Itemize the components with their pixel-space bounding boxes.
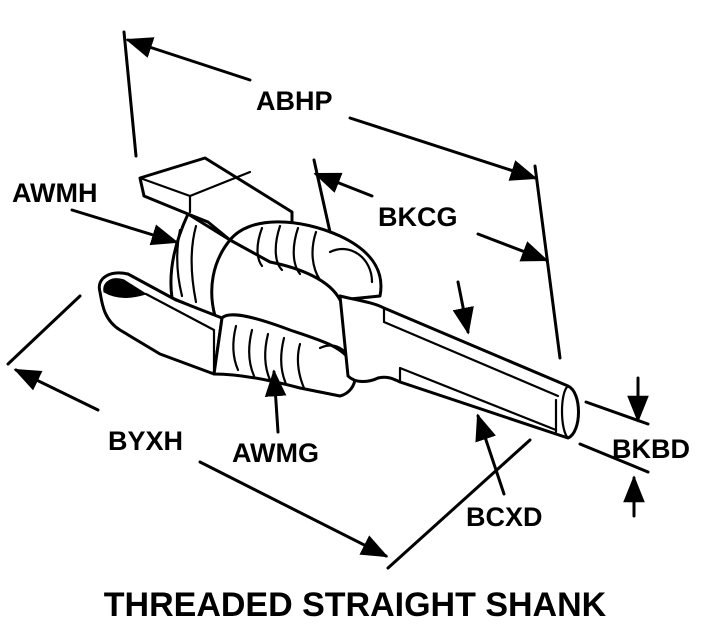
label-byxh: BYXH <box>108 426 183 456</box>
label-abhp: ABHP <box>256 86 333 116</box>
label-awmh: AWMH <box>12 178 97 208</box>
label-awmg: AWMG <box>232 438 319 468</box>
abhp-arrow-left <box>125 37 252 82</box>
bkbd-extension-bottom <box>578 442 650 474</box>
diagram-title: THREADED STRAIGHT SHANK <box>104 586 607 624</box>
abhp-extension-left <box>122 30 138 158</box>
label-bkbd: BKBD <box>612 434 690 464</box>
dimension-lines <box>6 30 650 570</box>
byxh-arrow-right <box>198 460 389 558</box>
byxh-extension-right <box>386 438 532 570</box>
label-bkcg: BKCG <box>378 202 458 232</box>
bcxd-leader <box>475 413 506 496</box>
bkcg-arrow-right <box>476 232 549 262</box>
tool-part-drawing <box>97 156 580 440</box>
abhp-extension-right <box>533 164 562 360</box>
byxh-arrow-left <box>13 368 100 412</box>
awmh-leader <box>70 208 179 246</box>
threaded-collar-upper <box>228 220 383 302</box>
bkcg-arrow-left <box>313 172 374 198</box>
dimension-labels: ABHP AWMH BKCG BYXH AWMG BCXD BKBD <box>12 86 690 532</box>
awmg-leader <box>264 369 287 434</box>
bkcg-extension-left <box>312 158 332 234</box>
shank-pointer-arrow <box>452 280 474 335</box>
label-bcxd: BCXD <box>466 502 543 532</box>
byxh-extension-left <box>6 294 82 366</box>
abhp-arrow-right <box>348 116 538 181</box>
shank <box>338 294 580 440</box>
